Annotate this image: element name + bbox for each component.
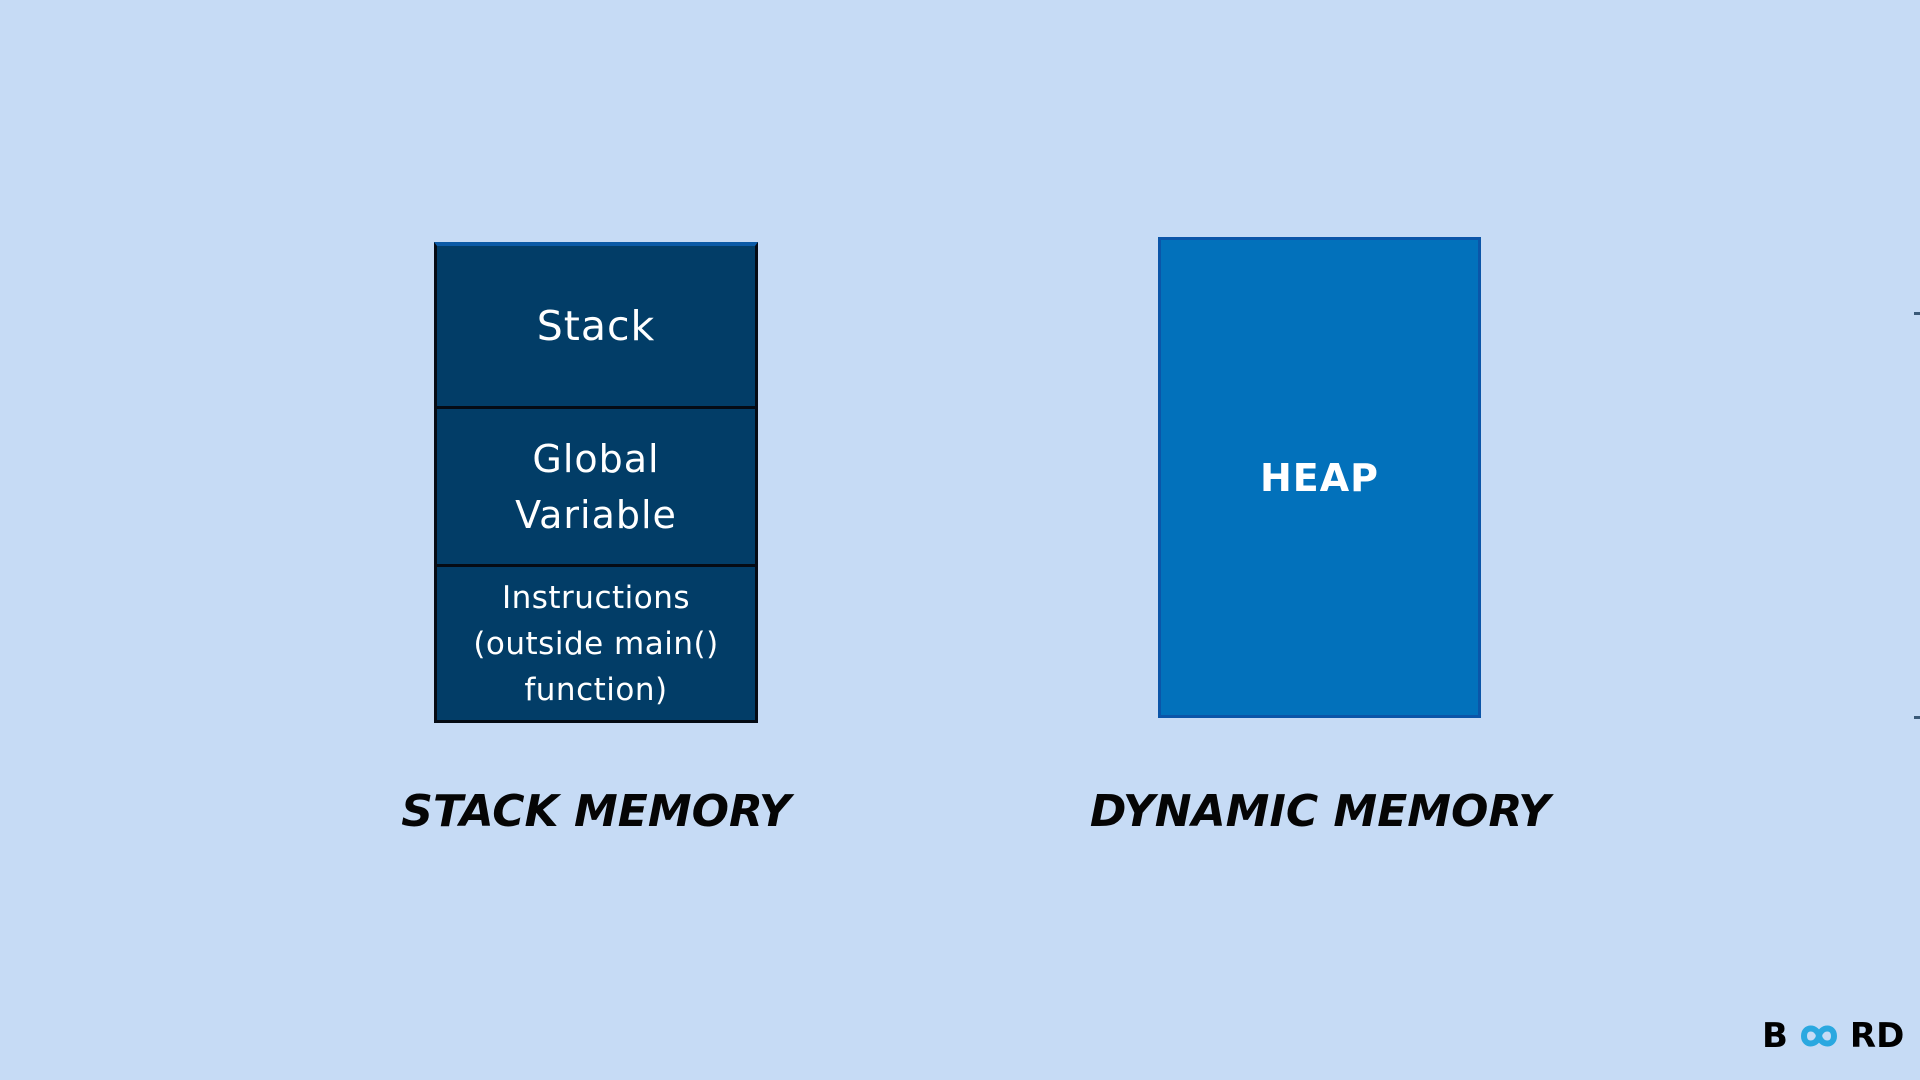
edge-marker-top — [1914, 312, 1920, 315]
board-logo: B RD — [1762, 1016, 1905, 1056]
logo-text-left: B — [1762, 1016, 1788, 1056]
heap-label: HEAP — [1259, 455, 1380, 500]
stack-segment-label: Stack — [536, 302, 656, 350]
stack-memory-diagram: Stack Global Variable Instructions (outs… — [434, 242, 758, 723]
stack-segment: Stack — [437, 246, 755, 406]
heap-diagram: HEAP — [1158, 237, 1481, 718]
infinity-icon — [1800, 1025, 1837, 1047]
global-variable-segment: Global Variable — [437, 406, 755, 564]
edge-marker-bottom — [1914, 716, 1920, 719]
instructions-segment: Instructions (outside main() function) — [437, 564, 755, 720]
instructions-label: Instructions (outside main() function) — [473, 579, 719, 708]
stack-memory-caption: STACK MEMORY — [401, 786, 791, 837]
dynamic-memory-caption: DYNAMIC MEMORY — [1089, 786, 1551, 837]
logo-text-right: RD — [1849, 1016, 1905, 1056]
global-variable-label: Global Variable — [515, 436, 677, 537]
